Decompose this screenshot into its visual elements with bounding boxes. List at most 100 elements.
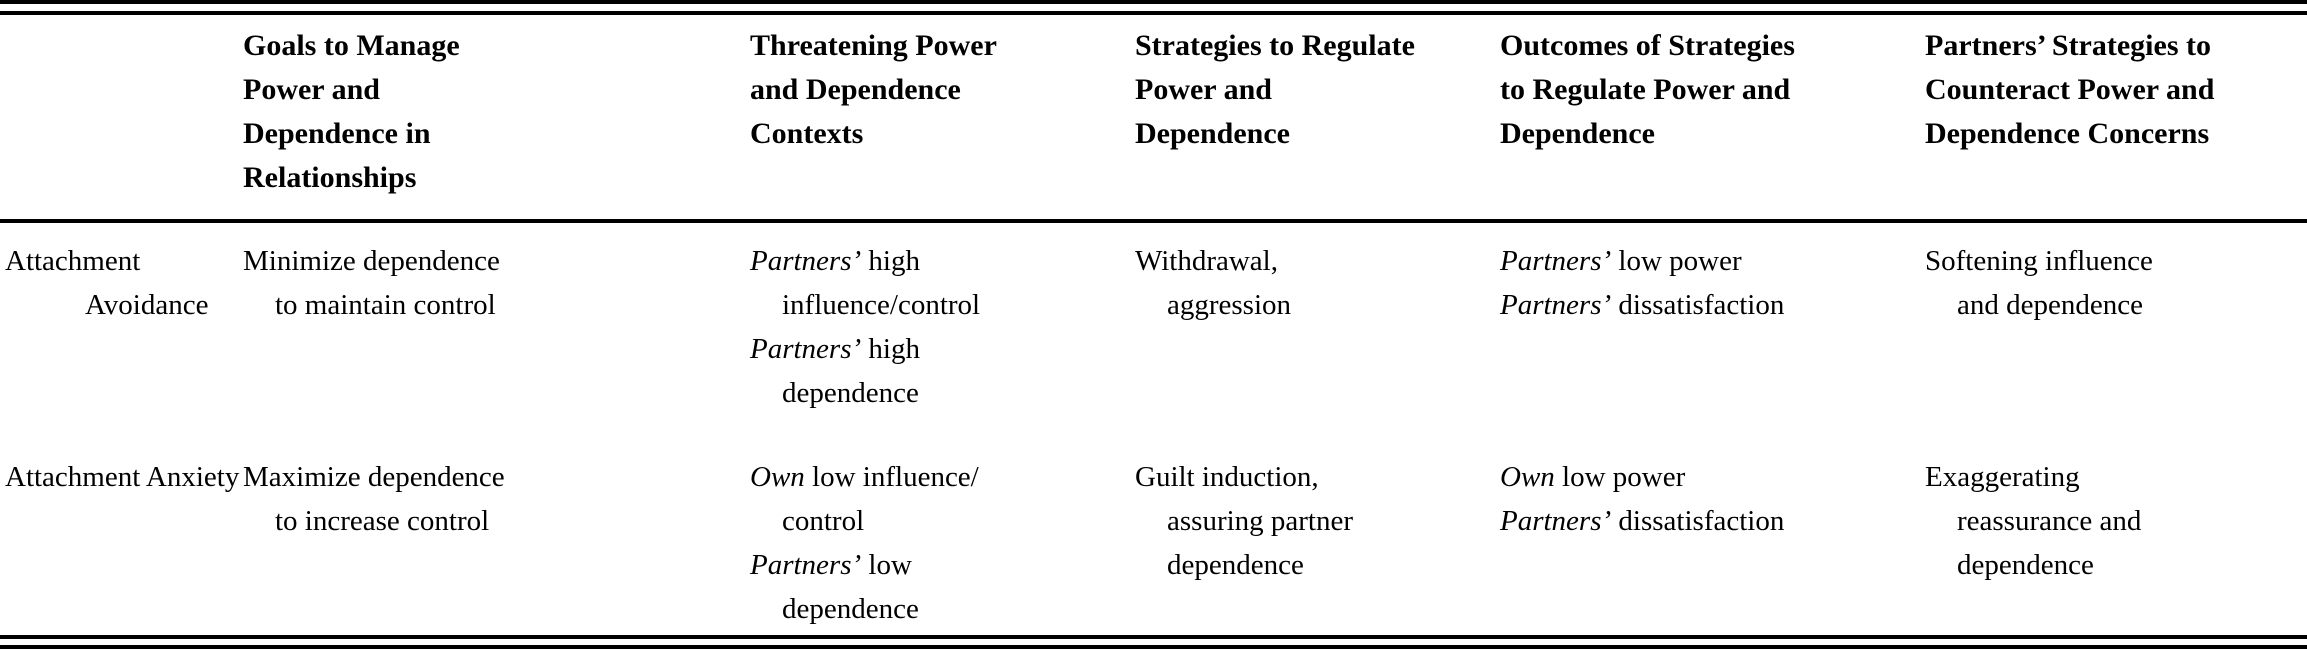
text-segment: Dependence Concerns [1925,117,2210,150]
text-segment: high [861,333,920,365]
table-cell: Minimize dependence to maintain control [243,239,750,415]
cell-line: Exaggerating [1925,455,2295,499]
text-segment: Maximize dependence [243,461,505,493]
text-segment: to maintain control [275,289,496,321]
text-segment: Contexts [750,117,864,150]
text-segment: Goals to Manage [243,29,460,62]
column-header-line: Strategies to Regulate [1135,24,1488,68]
table-cell: Withdrawal, aggression [1135,239,1500,415]
text-segment: low power [1554,461,1686,493]
cell-line: Partners’ low [750,543,1123,587]
text-segment: Avoidance [85,289,209,321]
italic-text-segment: Partners’ [1500,505,1612,537]
text-segment: reassurance and [1957,505,2142,537]
text-segment: low influence/ [804,461,979,493]
cell-line: control [750,499,1123,543]
column-header-line: Partners’ Strategies to [1925,24,2295,68]
text-segment: Attachment [5,245,141,277]
italic-text-segment: Partners’ [1500,289,1612,321]
column-header-line: Relationships [243,156,738,200]
table-cell: Exaggerating reassurance and dependence [1925,455,2307,631]
column-header-line: to Regulate Power and [1500,68,1913,112]
table-cell: Softening influence and dependence [1925,239,2307,415]
text-segment: and dependence [1957,289,2143,321]
text-segment: Power and [243,73,380,106]
column-header: Partners’ Strategies to Counteract Power … [1925,24,2307,200]
column-header-line: Contexts [750,112,1123,156]
text-segment: aggression [1167,289,1292,321]
text-segment: to increase control [275,505,490,537]
column-header-line: Power and [1135,68,1488,112]
column-header-line: Threatening Power [750,24,1123,68]
cell-line: reassurance and [1925,499,2295,543]
table-cell: Maximize dependence to increase control [243,455,750,631]
header-divider-rule [0,219,2307,223]
cell-line: aggression [1135,283,1488,327]
text-segment: Partners’ Strategies to [1925,29,2211,62]
column-header [0,24,243,200]
text-segment: and Dependence [750,73,961,106]
text-segment: Attachment Anxiety [5,461,240,493]
cell-line: Partners’ dissatisfaction [1500,499,1913,543]
column-header-line: and Dependence [750,68,1123,112]
cell-line: dependence [1925,543,2295,587]
table-cell: Guilt induction, assuring partner dependen… [1135,455,1500,631]
text-segment: low [861,549,912,581]
cell-line: Partners’ high [750,239,1123,283]
cell-line: Own low power [1500,455,1913,499]
text-segment: Relationships [243,161,417,194]
text-segment: dissatisfaction [1611,289,1785,321]
text-segment: dependence [1167,549,1304,581]
cell-line: Withdrawal, [1135,239,1488,283]
cell-line: and dependence [1925,283,2295,327]
column-header-line: Dependence [1500,112,1913,156]
cell-line: assuring partner [1135,499,1488,543]
cell-line: Partners’ dissatisfaction [1500,283,1913,327]
text-segment: dissatisfaction [1611,505,1785,537]
text-segment: dependence [1957,549,2094,581]
text-segment: dependence [782,593,919,625]
cell-line: to maintain control [243,283,738,327]
text-segment: influence/control [782,289,981,321]
text-segment: Guilt induction, [1135,461,1319,493]
cell-line: Minimize dependence [243,239,738,283]
cell-line: Own low influence/ [750,455,1123,499]
text-segment: Threatening Power [750,29,997,62]
cell-line: dependence [750,587,1123,631]
italic-text-segment: Partners’ [750,333,862,365]
text-segment: assuring partner [1167,505,1354,537]
cell-line: Partners’ low power [1500,239,1913,283]
text-segment: Dependence [1500,117,1655,150]
text-segment: Strategies to Regulate [1135,29,1415,62]
cell-line: Attachment [5,239,231,283]
column-header-line: Dependence Concerns [1925,112,2295,156]
text-segment: Withdrawal, [1135,245,1278,277]
column-header-line: Counteract Power and [1925,68,2295,112]
text-segment: Counteract Power and [1925,73,2215,106]
text-segment: control [782,505,865,537]
cell-line: influence/control [750,283,1123,327]
text-segment: Power and [1135,73,1272,106]
cell-line: Guilt induction, [1135,455,1488,499]
cell-line: to increase control [243,499,738,543]
cell-line: Avoidance [5,283,231,327]
text-segment: Dependence in [243,117,431,150]
text-segment: high [861,245,920,277]
cell-line: Maximize dependence [243,455,738,499]
column-header-line: Dependence in [243,112,738,156]
cell-line: dependence [750,371,1123,415]
cell-line: dependence [1135,543,1488,587]
italic-text-segment: Partners’ [750,245,862,277]
text-segment: Softening influence [1925,245,2153,277]
